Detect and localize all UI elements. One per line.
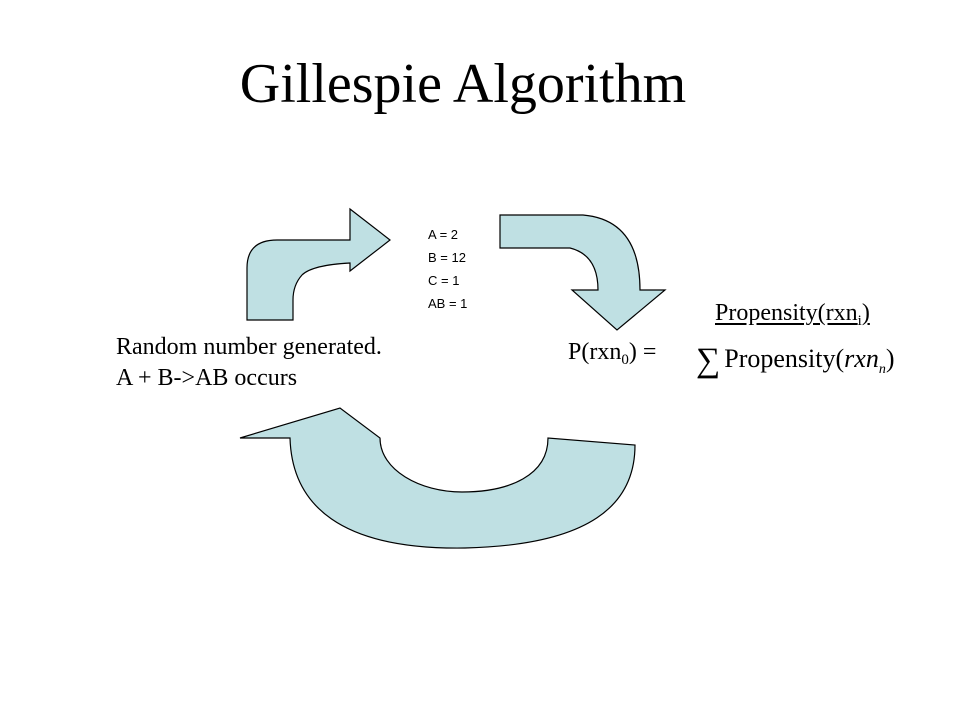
species-count-b: B = 12 [428, 250, 466, 265]
species-count-ab: AB = 1 [428, 296, 468, 311]
numerator-text: Propensity(rxn [715, 300, 858, 326]
numerator-tail: ) [861, 300, 870, 326]
arrow-right-down [499, 214, 667, 331]
slide-title: Gillespie Algorithm [239, 53, 687, 115]
event-line-random: Random number generated. [116, 334, 382, 360]
denominator-arg: rxn [844, 344, 879, 373]
arrow-up-right [246, 207, 391, 321]
denominator-function: Propensity [724, 344, 836, 373]
lhs-subscript: 0 [621, 352, 629, 368]
species-count-c: C = 1 [428, 273, 460, 288]
reaction-event-text: Random number generated. A + B->AB occur… [116, 332, 382, 394]
denominator-open-paren: ( [835, 344, 845, 373]
denominator-arg-subscript: n [878, 362, 886, 378]
species-counts: A = 2 B = 12 C = 1 AB = 1 [428, 223, 467, 315]
sum-symbol: ∑ [696, 342, 721, 379]
probability-numerator: Propensity(rxni) [715, 300, 870, 330]
denominator-close-paren: ) [885, 344, 895, 373]
species-count-a: A = 2 [428, 227, 458, 242]
numerator-subscript: i [857, 313, 862, 329]
lhs-tail: ) = [628, 339, 657, 365]
lhs-text: P(rxn [568, 339, 622, 365]
event-line-reaction: A + B->AB occurs [116, 365, 298, 391]
probability-lhs: P(rxn0) = [568, 339, 656, 369]
arrow-bottom-return-shape [239, 407, 636, 549]
probability-denominator: ∑Propensity(rxnn) [696, 338, 895, 379]
